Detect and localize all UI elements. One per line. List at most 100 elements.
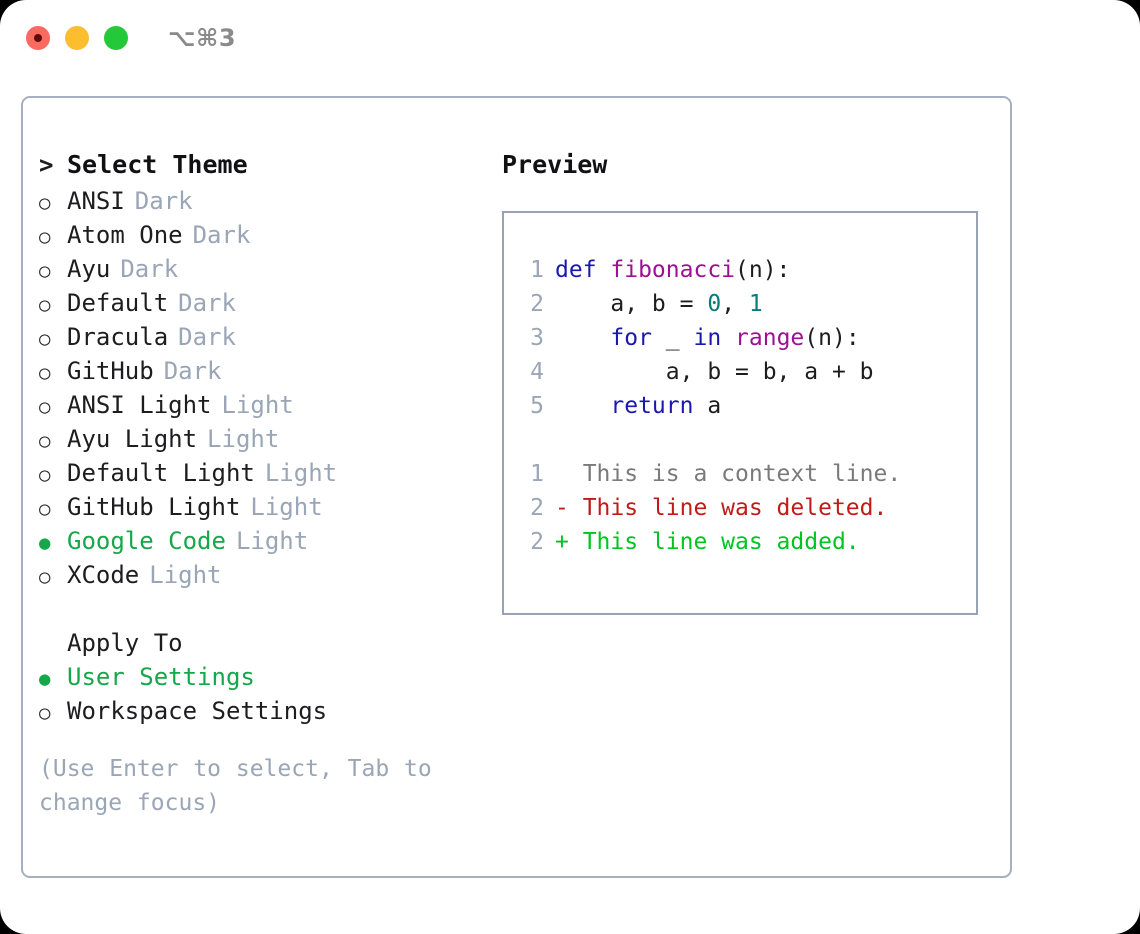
code-token-plain: , <box>721 291 749 317</box>
theme-option-dracula[interactable]: ○ Dracula Dark <box>39 320 489 354</box>
apply-to-option-label: User Settings <box>67 663 255 691</box>
theme-variant-tag: Light <box>207 425 280 453</box>
theme-option-label: GitHub Light <box>67 493 241 521</box>
code-line-text: a, b = b, a + b <box>544 355 874 389</box>
title-bar: ⌥⌘3 <box>0 0 1140 78</box>
theme-option-label: GitHub <box>67 357 154 385</box>
theme-variant-tag: Light <box>235 527 309 555</box>
line-number: 4 <box>530 359 544 385</box>
preview-heading: Preview <box>502 150 608 179</box>
radio-unselected-icon: ○ <box>39 430 51 452</box>
code-line-text: def fibonacci(n): <box>544 253 790 287</box>
keyboard-hint: (Use Enter to select, Tab to change focu… <box>39 756 432 816</box>
radio-unselected-icon: ○ <box>39 498 51 520</box>
radio-unselected-icon: ○ <box>39 566 51 588</box>
code-token-plain: a <box>693 393 722 419</box>
select-theme-heading: > Select Theme <box>39 148 489 184</box>
code-token-kw: for <box>610 325 652 351</box>
line-number: 2 <box>530 529 544 555</box>
theme-variant-tag: Dark <box>163 357 222 385</box>
line-number: 1 <box>530 257 544 283</box>
apply-to-list: ●User Settings○Workspace Settings <box>39 660 489 728</box>
close-button[interactable] <box>26 26 50 50</box>
line-number: 1 <box>530 461 544 487</box>
code-line-text: for _ in range(n): <box>544 321 860 355</box>
theme-option-label: ANSI <box>67 187 125 215</box>
theme-variant-tag: Light <box>264 459 338 487</box>
radio-unselected-icon: ○ <box>39 226 51 248</box>
line-number: 2 <box>530 495 544 521</box>
apply-to-option-workspace-settings[interactable]: ○Workspace Settings <box>39 694 489 728</box>
theme-option-label: Dracula <box>67 323 169 351</box>
prompt-marker-icon: > <box>39 151 54 179</box>
apply-to-option-user-settings[interactable]: ●User Settings <box>39 660 489 694</box>
diff-line-del: 2 - This line was deleted. <box>504 491 976 525</box>
code-token-kw: def <box>555 257 611 283</box>
theme-option-github[interactable]: ○ GitHub Dark <box>39 354 489 388</box>
theme-variant-tag: Light <box>149 561 222 589</box>
code-token-plain: (n): <box>804 325 860 351</box>
theme-option-label: Google Code <box>67 527 226 555</box>
diff-line-add: 2 + This line was added. <box>504 525 976 559</box>
diff-line-text: + This line was added. <box>555 529 860 555</box>
theme-variant-tag: Dark <box>192 221 251 249</box>
theme-variant-tag: Dark <box>178 289 236 317</box>
code-line-text: return a <box>544 389 721 423</box>
code-token-plain <box>555 393 610 419</box>
theme-variant-tag: Light <box>221 391 294 419</box>
radio-unselected-icon: ○ <box>39 294 51 316</box>
theme-option-label: Ayu <box>67 255 111 283</box>
theme-option-label: Default Light <box>67 459 255 487</box>
diff-line-text: - This line was deleted. <box>555 495 888 521</box>
code-line: 4 a, b = b, a + b <box>504 355 976 389</box>
minimize-button[interactable] <box>65 26 89 50</box>
apply-to-heading: ○ Apply To <box>39 626 489 660</box>
code-token-plain <box>721 325 735 351</box>
line-number: 2 <box>530 291 544 317</box>
line-number: 5 <box>530 393 544 419</box>
radio-unselected-icon: ○ <box>39 260 51 282</box>
theme-option-ayu-light[interactable]: ○ Ayu Light Light <box>39 422 489 456</box>
theme-option-label: Ayu Light <box>67 425 198 453</box>
code-token-plain: a, b = b, a + b <box>555 359 874 385</box>
window-title: ⌥⌘3 <box>168 24 237 52</box>
theme-option-label: ANSI Light <box>67 391 212 419</box>
select-theme-heading-label: Select Theme <box>67 150 248 179</box>
zoom-button[interactable] <box>104 26 128 50</box>
radio-unselected-icon: ○ <box>39 328 51 350</box>
code-line: 2 a, b = 0, 1 <box>504 287 976 321</box>
theme-variant-tag: Dark <box>134 187 193 215</box>
code-diff-gap <box>504 423 976 457</box>
diff-sample: 1 This is a context line. 2 - This line wa… <box>504 457 976 559</box>
code-token-num: 0 <box>707 291 722 317</box>
diff-line-text: This is a context line. <box>555 461 902 487</box>
traffic-light-group <box>26 26 128 50</box>
code-token-plain: a, b = <box>555 291 708 317</box>
code-line: 5 return a <box>504 389 976 423</box>
code-token-fn: fibonacci <box>610 257 736 283</box>
diff-line-ctx: 1 This is a context line. <box>504 457 976 491</box>
radio-unselected-icon: ○ <box>39 362 51 384</box>
code-line-text: a, b = 0, 1 <box>544 287 762 321</box>
code-line: 3 for _ in range(n): <box>504 321 976 355</box>
apply-to-option-label: Workspace Settings <box>67 697 328 725</box>
apply-to-heading-label: Apply To <box>67 629 183 657</box>
code-token-kw: in <box>693 325 722 351</box>
theme-variant-tag: Dark <box>178 323 236 351</box>
